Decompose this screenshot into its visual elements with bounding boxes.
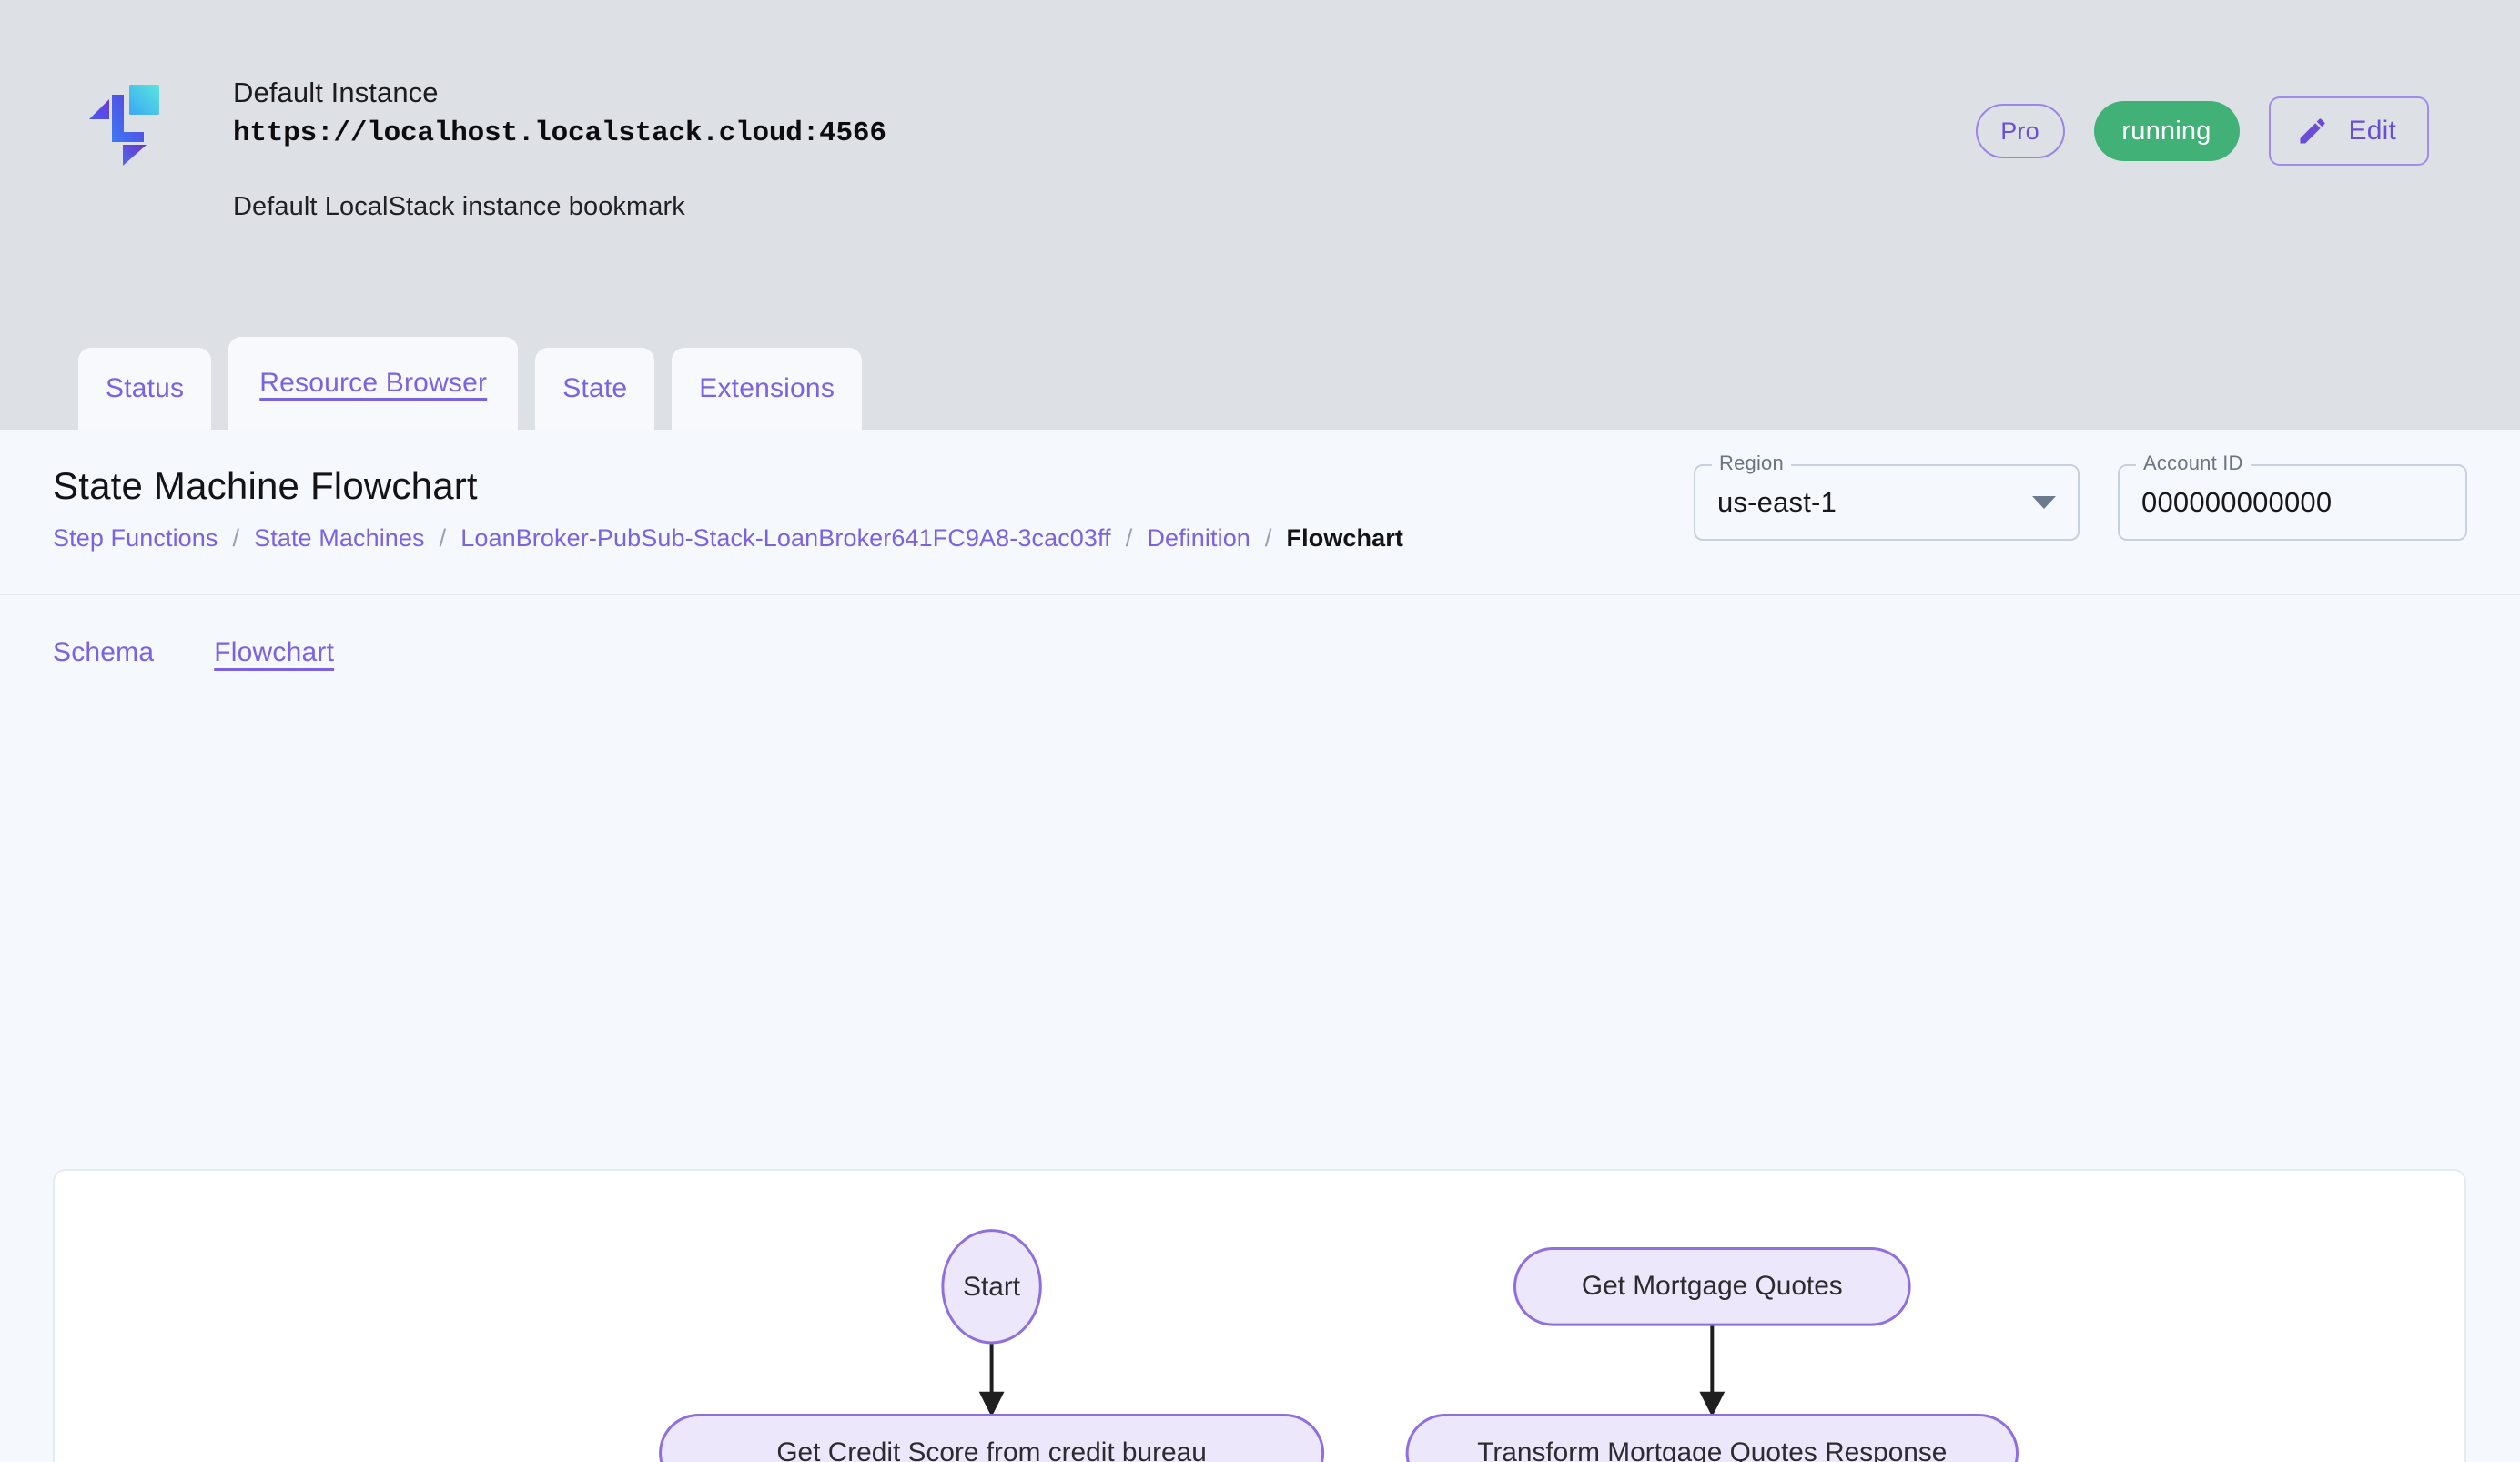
instance-url: https://localhost.localstack.cloud:4566 [233, 117, 886, 149]
flow-edge-start-credit [978, 1342, 1005, 1417]
breadcrumb-separator: / [439, 524, 447, 552]
breadcrumb-separator: / [1125, 524, 1133, 552]
page-title: State Machine Flowchart [53, 464, 478, 507]
region-field-label: Region [1712, 452, 1791, 475]
page-header: State Machine Flowchart Step Functions /… [0, 430, 2520, 595]
account-id-value: 000000000000 [2141, 486, 2333, 518]
flow-node-get-mortgage-quotes[interactable]: Get Mortgage Quotes [1513, 1247, 1911, 1326]
content-area: State Machine Flowchart Step Functions /… [0, 430, 2520, 1462]
breadcrumb-item-state-machine-name[interactable]: LoanBroker-PubSub-Stack-LoanBroker641FC9… [460, 524, 1111, 552]
tab-status[interactable]: Status [78, 348, 212, 430]
account-id-input[interactable]: 000000000000 [2118, 464, 2467, 541]
subtab-schema[interactable]: Schema [53, 637, 155, 667]
flow-node-get-credit-score[interactable]: Get Credit Score from credit bureau [659, 1414, 1325, 1462]
flow-node-start[interactable]: Start [941, 1229, 1042, 1345]
breadcrumb-item-state-machines[interactable]: State Machines [254, 524, 425, 552]
tab-resource-browser[interactable]: Resource Browser [228, 337, 519, 430]
main-tabs: Status Resource Browser State Extensions [78, 328, 863, 430]
flowchart-canvas: Start Get Credit Score from credit burea… [53, 1169, 2466, 1462]
instance-description: Default LocalStack instance bookmark [233, 191, 685, 221]
tab-state[interactable]: State [535, 348, 655, 430]
tab-resource-browser-label: Resource Browser [259, 368, 488, 398]
flow-node-transform-mortgage-quotes-response-label: Transform Mortgage Quotes Response [1477, 1437, 1947, 1462]
tab-state-label: State [562, 373, 628, 403]
pro-badge: Pro [1975, 104, 2065, 158]
pencil-icon [2296, 115, 2329, 147]
breadcrumb: Step Functions / State Machines / LoanBr… [53, 524, 2520, 553]
instance-header: Default Instance https://localhost.local… [0, 0, 2520, 430]
flow-node-get-mortgage-quotes-label: Get Mortgage Quotes [1582, 1271, 1843, 1301]
breadcrumb-item-flowchart: Flowchart [1286, 524, 1403, 552]
instance-name: Default Instance [233, 76, 439, 108]
region-field-wrapper: Region us-east-1 [1694, 452, 2080, 541]
chevron-down-icon [2032, 496, 2056, 509]
flow-node-get-credit-score-label: Get Credit Score from credit bureau [776, 1437, 1206, 1462]
header-actions: Pro running Edit [1975, 96, 2429, 166]
region-account-controls: Region us-east-1 Account ID 000000000000 [1694, 452, 2467, 541]
flow-node-transform-mortgage-quotes-response[interactable]: Transform Mortgage Quotes Response [1405, 1414, 2019, 1462]
tab-extensions-label: Extensions [699, 373, 835, 403]
sub-tabs: Schema Flowchart [0, 595, 2520, 683]
region-select[interactable]: us-east-1 [1694, 464, 2080, 541]
instance-summary: Default Instance https://localhost.local… [0, 0, 2520, 222]
account-id-field-label: Account ID [2136, 452, 2251, 475]
region-select-value: us-east-1 [1717, 486, 1837, 518]
breadcrumb-item-definition[interactable]: Definition [1147, 524, 1250, 552]
breadcrumb-separator: / [1264, 524, 1272, 552]
subtab-flowchart[interactable]: Flowchart [214, 637, 335, 667]
flow-edge-quotes-transform [1699, 1325, 1726, 1417]
breadcrumb-item-step-functions[interactable]: Step Functions [53, 524, 218, 552]
account-id-field-wrapper: Account ID 000000000000 [2118, 452, 2467, 541]
flow-node-start-label: Start [963, 1272, 1021, 1302]
edit-button[interactable]: Edit [2268, 96, 2429, 166]
tab-extensions[interactable]: Extensions [672, 348, 863, 430]
flowchart-svg: Start Get Credit Score from credit burea… [659, 1229, 2019, 1462]
edit-button-label: Edit [2348, 116, 2396, 146]
localstack-logo-icon [89, 76, 167, 166]
tab-status-label: Status [106, 373, 185, 403]
status-badge: running [2093, 101, 2240, 161]
breadcrumb-separator: / [232, 524, 240, 552]
